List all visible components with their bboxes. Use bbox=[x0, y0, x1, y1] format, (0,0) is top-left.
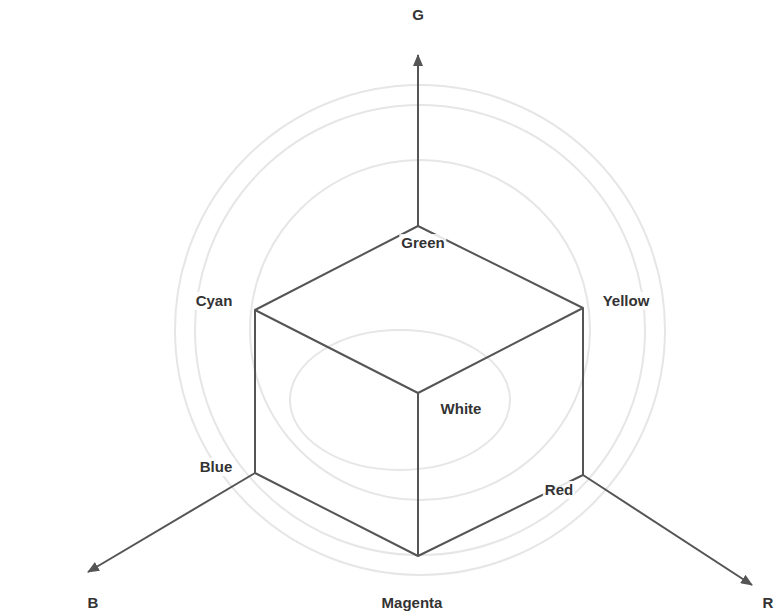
vertex-label: Blue bbox=[198, 458, 235, 476]
watermark bbox=[175, 85, 665, 575]
axes bbox=[88, 55, 752, 585]
vertex-label: Red bbox=[543, 481, 575, 499]
vertex-label: Yellow bbox=[601, 292, 652, 310]
vertex-label: White bbox=[439, 400, 484, 418]
vertex-label: Magenta bbox=[380, 594, 445, 612]
vertex-label: Green bbox=[399, 234, 446, 252]
axis-label: G bbox=[410, 6, 426, 24]
axis-label: B bbox=[86, 594, 101, 612]
cube-edges bbox=[255, 226, 583, 556]
vertex-label: Cyan bbox=[194, 292, 235, 310]
axis-label: R bbox=[761, 594, 776, 612]
